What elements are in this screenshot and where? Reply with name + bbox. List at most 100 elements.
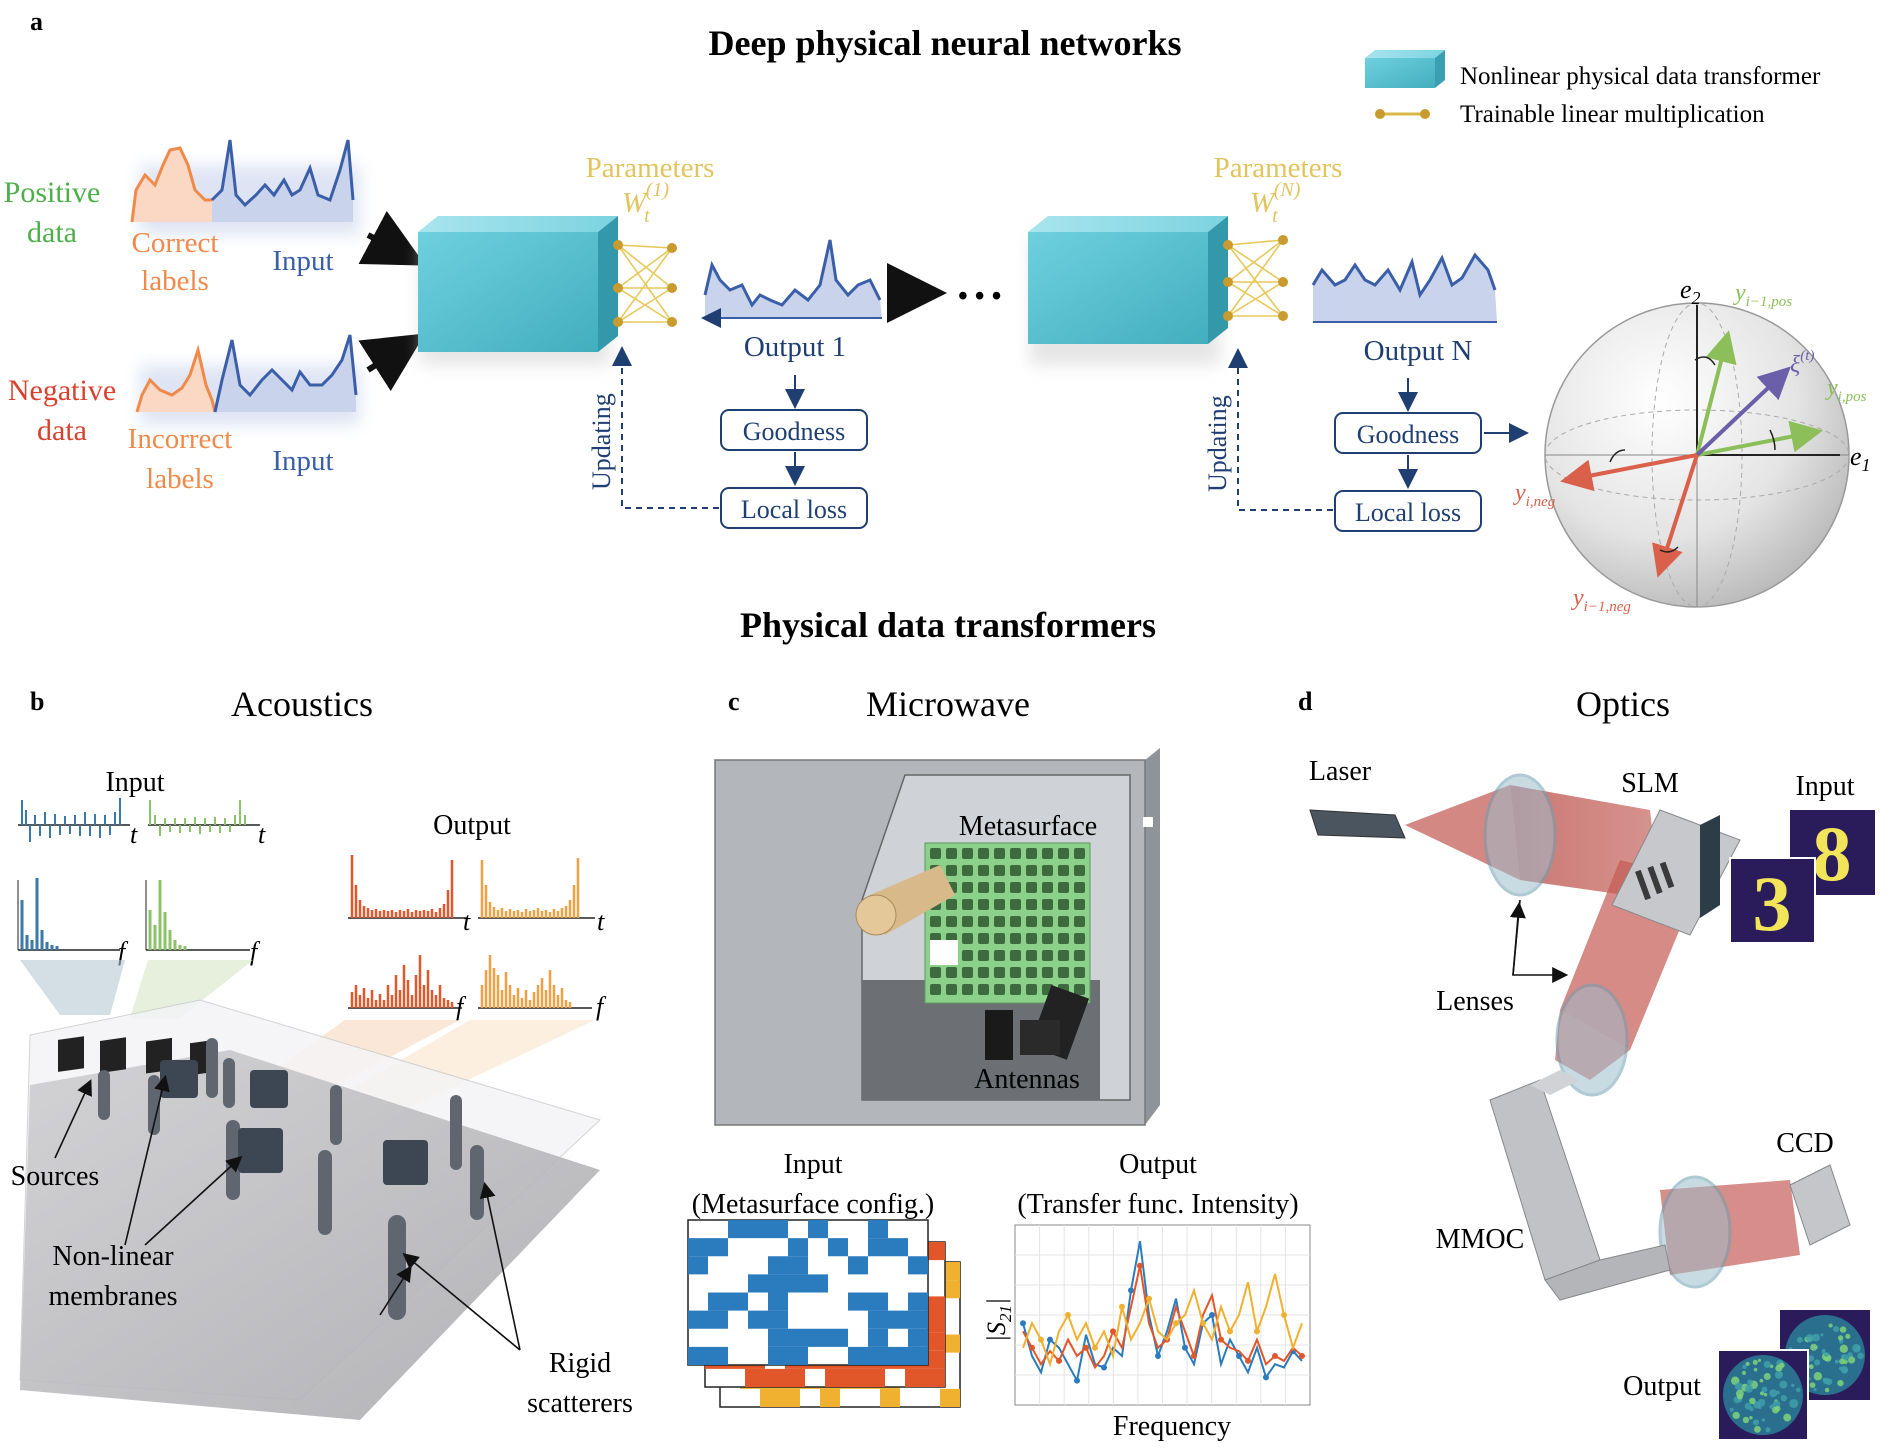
metasurface-cell: [1074, 848, 1085, 859]
legend-transformer-label: Nonlinear physical data transformer: [1460, 63, 1821, 90]
y-neg-vector: [1560, 453, 1698, 492]
speckle-dot: [1742, 1416, 1750, 1424]
config-cell: [788, 1328, 808, 1347]
y-pos-vector: [1696, 420, 1823, 457]
metasurface-cell: [1074, 916, 1085, 927]
speckle-dot: [1757, 1358, 1762, 1363]
speckle-dot: [1796, 1336, 1803, 1343]
config-cell: [865, 1368, 885, 1387]
output-N-label: Output N: [1364, 335, 1473, 367]
metasurface-cell: [1026, 933, 1037, 944]
transformer-block-N: [1028, 216, 1228, 365]
speckle-dot: [1761, 1418, 1766, 1422]
acoustic-output-signals: t t f f: [348, 855, 607, 1021]
metasurface-cell: [946, 899, 957, 910]
acoustics-title: Acoustics: [231, 684, 373, 724]
config-cell: [940, 1388, 960, 1407]
speckle-dot: [1810, 1343, 1818, 1351]
metasurface-cell: [946, 967, 957, 978]
speckle-dot: [1747, 1379, 1753, 1386]
series-point: [1209, 1312, 1215, 1318]
config-cell: [908, 1292, 928, 1311]
speckle-dot: [1832, 1325, 1840, 1333]
optics-title: Optics: [1576, 684, 1670, 724]
config-cell: [925, 1332, 945, 1351]
metasurface-cell: [1042, 950, 1053, 961]
config-cell: [868, 1220, 888, 1239]
metasurface-cell: [946, 984, 957, 995]
config-cell: [688, 1256, 708, 1275]
e1-label: e1: [1850, 442, 1871, 475]
config-cell: [908, 1256, 928, 1275]
speckle-dot: [1812, 1333, 1820, 1342]
metasurface-label: Metasurface: [959, 811, 1097, 842]
b-input-f1: f: [118, 937, 129, 966]
config-cell: [788, 1256, 808, 1275]
output-1-signal: [701, 239, 882, 328]
metasurface-cell: [978, 882, 989, 893]
series-point: [1101, 1364, 1107, 1371]
series-point: [1173, 1320, 1179, 1327]
negative-arrow: [358, 333, 426, 392]
metasurface-cell: [994, 916, 1005, 927]
config-cell: [908, 1328, 928, 1347]
legend-linear-label: Trainable linear multiplication: [1460, 101, 1765, 128]
speckle-dot: [1824, 1387, 1830, 1393]
positive-label-2: data: [27, 216, 77, 249]
panel-letter-a: a: [30, 7, 43, 36]
config-cell: [688, 1310, 708, 1329]
positive-arrow: [358, 210, 426, 266]
config-cell: [688, 1346, 708, 1365]
speckle-dot: [1822, 1378, 1827, 1382]
series-point: [1227, 1328, 1233, 1335]
b-output-t1: t: [463, 907, 471, 936]
positive-label: Positive: [4, 176, 101, 209]
b-input-t2: t: [258, 820, 266, 849]
metasurface-cell: [946, 916, 957, 927]
config-cell: [868, 1292, 888, 1311]
speckle-dot: [1857, 1352, 1864, 1360]
speckle-dot: [1808, 1364, 1814, 1370]
config-cell: [768, 1256, 788, 1275]
speckle-dot: [1772, 1406, 1779, 1414]
config-cell: [888, 1346, 908, 1365]
speckle-dot: [1752, 1359, 1758, 1365]
config-cell: [925, 1296, 945, 1315]
series-point: [1038, 1336, 1044, 1343]
metasurface-cell: [1026, 967, 1037, 978]
legend: Nonlinear physical data transformer Trai…: [1365, 50, 1821, 128]
series-point: [1200, 1320, 1206, 1327]
speckle-dot: [1824, 1352, 1829, 1357]
mmoc-label: MMOC: [1436, 1224, 1525, 1255]
speckle-dot: [1761, 1386, 1768, 1393]
b-output-f2: f: [596, 992, 607, 1021]
speckle-dot: [1840, 1354, 1845, 1359]
metasurface-cell: [1042, 865, 1053, 876]
metasurface-cell: [1074, 967, 1085, 978]
metasurface-cell: [962, 933, 973, 944]
metasurface-cell: [930, 984, 941, 995]
antennas: [985, 984, 1090, 1060]
series-point: [1299, 1353, 1305, 1359]
local-loss-box-1: [720, 487, 868, 529]
config-cell: [868, 1328, 888, 1347]
speckle-dot: [1847, 1356, 1856, 1364]
config-cell: [868, 1310, 888, 1329]
slm-pattern: [1635, 861, 1675, 901]
y-prev-neg-vector: [1652, 454, 1699, 578]
goodness-label-N: Goodness: [1357, 420, 1460, 449]
metasurface-cell: [1058, 882, 1069, 893]
metasurface-cell: [1010, 899, 1021, 910]
metasurface-cell: [1010, 967, 1021, 978]
config-cell: [925, 1314, 945, 1333]
optics-input-label: Input: [1795, 771, 1854, 802]
ccd-device: [1789, 1164, 1851, 1246]
y-prev-pos-label: yi−1,pos: [1733, 280, 1792, 310]
config-cell: [848, 1346, 868, 1365]
membranes-label-1: Non-linear: [52, 1241, 174, 1272]
config-cell: [748, 1220, 768, 1239]
mnist-inputs: 8 3: [1729, 810, 1875, 947]
middle-title: Physical data transformers: [740, 605, 1156, 645]
local-loss-box-N: [1334, 490, 1482, 532]
config-cell: [768, 1220, 788, 1239]
